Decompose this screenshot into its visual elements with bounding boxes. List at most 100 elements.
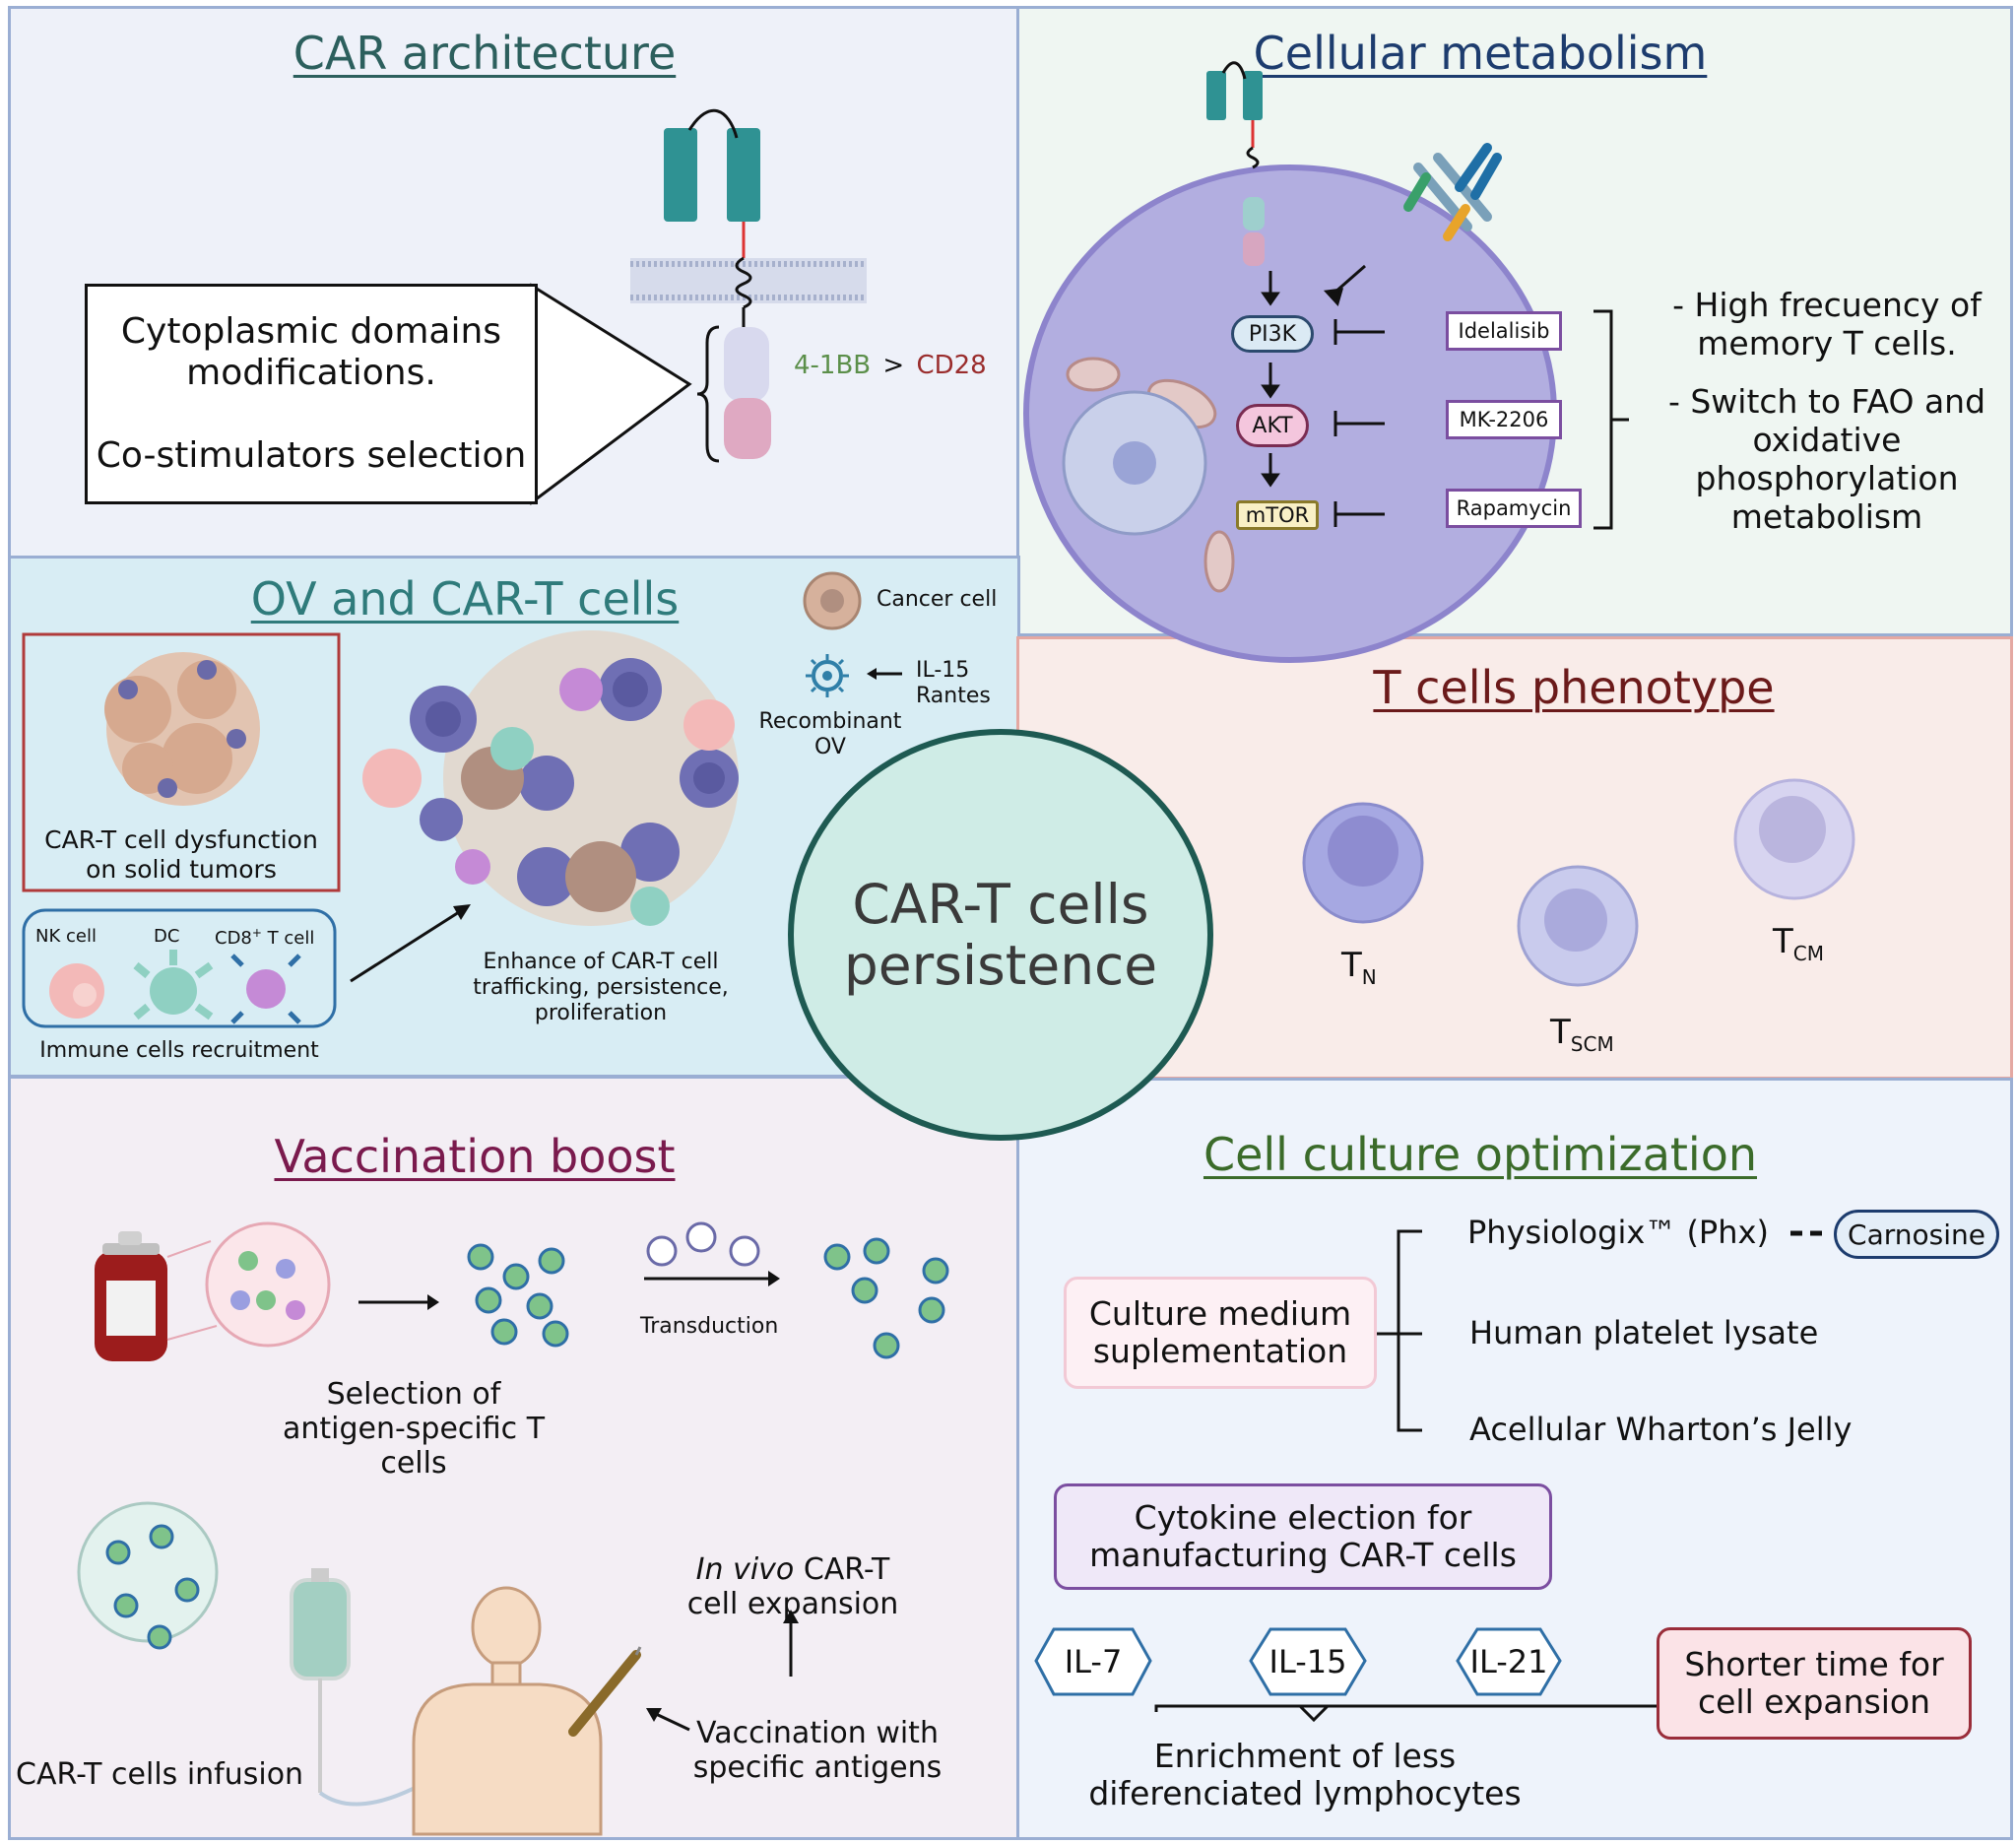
shorter-line2: cell expansion xyxy=(1697,1682,1931,1721)
transduction-arrow-head xyxy=(768,1271,780,1286)
transmembrane xyxy=(735,256,752,309)
selection-line3: cells xyxy=(380,1446,447,1481)
costim-domain xyxy=(724,327,769,402)
inhibitor-bracket xyxy=(1593,309,1629,530)
callout-line1: Cytoplasmic domains xyxy=(120,311,502,352)
cd8-sup: + xyxy=(251,926,262,940)
tn-main: T xyxy=(1341,946,1362,985)
legend-cancer-label: Cancer cell xyxy=(877,587,998,612)
dysfunction-caption: CAR-T cell dysfunction on solid tumors xyxy=(24,825,339,885)
note1-line1: - High frecuency of xyxy=(1672,286,1982,324)
node-akt: AKT xyxy=(1236,404,1309,447)
mitochondrion xyxy=(1203,530,1235,593)
legend-recombinant: Recombinant OV xyxy=(748,709,912,760)
wharton-label: Acellular Wharton’s Jelly xyxy=(1469,1411,1853,1448)
note2-line3: phosphorylation xyxy=(1695,459,1959,497)
invivo-line2: cell expansion xyxy=(686,1587,899,1621)
transduction-label: Transduction xyxy=(640,1314,779,1339)
shorter-line1: Shorter time for xyxy=(1684,1645,1944,1683)
legend-il15: IL-15 xyxy=(916,658,970,683)
enhance-line1: Enhance of CAR-T cell xyxy=(483,950,719,974)
dysfunction-frame xyxy=(22,632,341,892)
tcr-receptor xyxy=(1403,143,1502,241)
infusion-label: CAR-T cells infusion xyxy=(16,1757,304,1792)
recruitment-label: Immune cells recruitment xyxy=(39,1038,319,1063)
car-right xyxy=(1243,71,1263,120)
il21-hexagon xyxy=(1456,1627,1562,1696)
tscm-main: T xyxy=(1550,1013,1571,1052)
recruit-arrow-head xyxy=(453,904,471,920)
ov-legend-icon xyxy=(806,654,849,697)
vaccination-caption: Vaccination with specific antigens xyxy=(670,1716,965,1785)
costim-label: 4-1BB > CD28 xyxy=(794,351,987,380)
il15-hexagon xyxy=(1249,1627,1367,1696)
phenotype-title: T cells phenotype xyxy=(1373,661,1775,714)
viral-vectors xyxy=(646,1221,760,1267)
culture-title: Cell culture optimization xyxy=(1203,1128,1758,1181)
center-line2: persistence xyxy=(843,934,1158,997)
cytokine-line2: manufacturing CAR-T cells xyxy=(1089,1536,1517,1574)
center-circle: CAR-T cells persistence xyxy=(788,729,1213,1141)
legend-rantes: Rantes xyxy=(916,684,991,708)
note2-line4: metabolism xyxy=(1730,497,1923,536)
il7-hexagon xyxy=(1034,1627,1152,1696)
tn-label: TN xyxy=(1341,946,1377,989)
selection-caption: Selection of antigen-specific T cells xyxy=(266,1377,561,1481)
patient-silhouette xyxy=(412,1586,603,1836)
platelet-label: Human platelet lysate xyxy=(1469,1314,1819,1351)
metabolism-title: Cellular metabolism xyxy=(1253,27,1708,80)
medium-box: Culture medium suplementation xyxy=(1064,1277,1377,1389)
invivo-rest: CAR-T xyxy=(794,1552,890,1587)
membrane xyxy=(630,258,867,303)
blood-bag-icon xyxy=(95,1231,167,1361)
il21-label: IL-21 xyxy=(1469,1643,1548,1680)
mitochondrion xyxy=(1066,357,1121,392)
inhibition-lines xyxy=(1333,319,1385,527)
cd3z-domain xyxy=(724,398,771,459)
center-line1: CAR-T cells xyxy=(852,873,1149,936)
invivo-line1: In vivo CAR-T xyxy=(670,1552,916,1587)
node-mtor: mTOR xyxy=(1236,500,1319,530)
selection-arrow-head xyxy=(427,1294,439,1310)
callout-line3: Co-stimulators selection xyxy=(96,435,527,476)
il7-label: IL-7 xyxy=(1064,1643,1123,1680)
inhibitor-idelalisib: Idelalisib xyxy=(1446,311,1562,351)
selection-line2: antigen-specific T xyxy=(282,1412,546,1446)
inhibitor-rapamycin: Rapamycin xyxy=(1446,489,1582,528)
cd8-icon xyxy=(230,954,301,1024)
ov-title: OV and CAR-T cells xyxy=(250,572,680,626)
tcm-sub: CM xyxy=(1792,941,1825,965)
enhance-caption: Enhance of CAR-T cell trafficking, persi… xyxy=(453,950,748,1026)
scfv-domain-left xyxy=(664,128,697,222)
tscm-sub: SCM xyxy=(1570,1031,1614,1056)
tcm-main: T xyxy=(1773,922,1793,961)
vaccination-title: Vaccination boost xyxy=(274,1130,676,1183)
infusion-magnifier xyxy=(77,1501,219,1643)
linker xyxy=(687,108,739,139)
pathway-arrows xyxy=(1261,264,1366,488)
car-t-cells xyxy=(823,1237,949,1359)
cd8-suffix: T cell xyxy=(261,928,315,949)
metabolism-notes: - High frecuency of memory T cells. - Sw… xyxy=(1645,286,2009,536)
label-cd28: CD28 xyxy=(916,351,987,380)
legend-recombinant-line2: OV xyxy=(814,735,846,759)
tcm-label: TCM xyxy=(1773,922,1824,965)
tn-sub: N xyxy=(1361,964,1377,989)
immune-box xyxy=(22,908,337,1028)
enhance-line3: proliferation xyxy=(534,1001,668,1025)
car-callout-box: Cytoplasmic domains modifications. Co-st… xyxy=(85,284,538,504)
brace xyxy=(696,325,720,463)
note1-line2: memory T cells. xyxy=(1697,324,1957,362)
legend-recombinant-line1: Recombinant xyxy=(758,709,902,734)
label-gt: > xyxy=(882,351,905,380)
dc-icon xyxy=(133,950,214,1021)
enhance-line2: trafficking, persistence, xyxy=(473,975,729,1000)
medium-line1: Culture medium xyxy=(1088,1294,1352,1333)
selection-line1: Selection of xyxy=(326,1377,501,1412)
antigen-specific-cells xyxy=(467,1243,569,1348)
ov-tumor-cluster xyxy=(362,630,739,926)
